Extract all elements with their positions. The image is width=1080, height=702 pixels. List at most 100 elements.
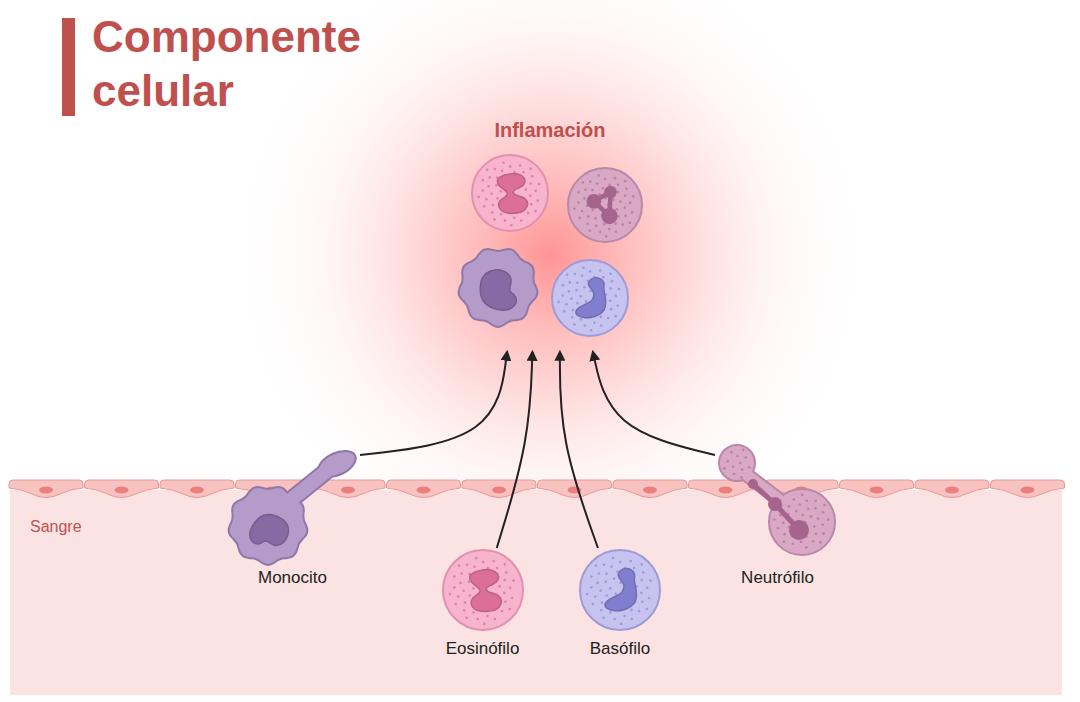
- cell-body: [459, 249, 538, 327]
- granule: [590, 575, 593, 578]
- migration-arrow: [593, 352, 715, 455]
- granule: [568, 290, 571, 293]
- granule: [581, 210, 584, 213]
- granule: [488, 185, 491, 188]
- granule: [481, 189, 484, 192]
- granule: [509, 586, 512, 589]
- cell-nucleus: [477, 267, 521, 312]
- granule: [814, 500, 817, 503]
- endothelial-cell: [9, 480, 83, 498]
- granule: [612, 557, 615, 560]
- cell-neck: [287, 469, 329, 503]
- granule: [500, 213, 503, 216]
- granule: [614, 315, 617, 318]
- cell-body: [568, 168, 642, 242]
- granule: [520, 219, 523, 222]
- granule: [600, 316, 603, 319]
- granule: [810, 515, 813, 518]
- granule: [594, 595, 597, 598]
- granule: [504, 600, 507, 603]
- granule: [599, 231, 602, 234]
- granule: [605, 580, 608, 583]
- nucleus-lobe: [789, 520, 809, 540]
- cell-nucleus: [576, 278, 606, 318]
- cell-body: [552, 260, 628, 336]
- granule: [557, 301, 560, 304]
- granule: [538, 183, 541, 186]
- granule: [453, 575, 456, 578]
- granule: [805, 546, 808, 549]
- nucleus-lobe: [748, 479, 758, 489]
- granule: [492, 560, 495, 563]
- granule: [815, 532, 818, 535]
- migration-arrow: [497, 352, 533, 548]
- granule: [586, 593, 589, 596]
- granule: [608, 228, 611, 231]
- granule: [742, 449, 745, 452]
- granule: [736, 455, 739, 458]
- granule: [615, 593, 618, 596]
- endothelial-cell: [387, 480, 461, 498]
- region-label: Sangre: [30, 517, 170, 537]
- granule: [624, 215, 627, 218]
- granule: [614, 222, 617, 225]
- granule: [814, 507, 817, 510]
- granule: [603, 223, 606, 226]
- granule: [605, 594, 608, 597]
- granule: [782, 521, 785, 524]
- granule: [629, 221, 632, 224]
- basophil-cell: Basófilo: [572, 548, 668, 660]
- cell-body: [472, 155, 548, 231]
- granule: [584, 324, 587, 327]
- granule: [476, 618, 479, 621]
- granule: [511, 597, 514, 600]
- endothelial-cell: [689, 480, 763, 498]
- granule: [485, 198, 488, 201]
- granule: [745, 456, 748, 459]
- blood-vessel: SangreMonocitoEosinófiloBasófiloNeutrófi…: [10, 490, 1062, 695]
- granule: [730, 451, 733, 454]
- granule: [477, 196, 480, 199]
- granule: [472, 611, 475, 614]
- granule: [590, 586, 593, 589]
- granule: [805, 499, 808, 502]
- cell-label: Monocito: [225, 567, 360, 589]
- eos-illustration: [443, 550, 523, 630]
- granule: [609, 272, 612, 275]
- granule: [812, 540, 815, 543]
- granule: [741, 468, 744, 471]
- granule: [599, 269, 602, 272]
- granule: [793, 498, 796, 501]
- cell-illustration: [440, 110, 660, 352]
- granule: [792, 542, 795, 545]
- granule: [468, 580, 471, 583]
- granule: [502, 161, 505, 164]
- granule: [617, 183, 620, 186]
- granule: [748, 466, 751, 469]
- cell-body: [769, 489, 835, 555]
- granule: [571, 316, 574, 319]
- granule: [807, 508, 810, 511]
- granule: [610, 565, 613, 568]
- granule: [510, 224, 513, 227]
- endothelial-cell: [462, 480, 536, 498]
- cell-nucleus: [605, 569, 637, 611]
- granule: [624, 194, 627, 197]
- granule: [609, 587, 612, 590]
- granule: [457, 595, 460, 598]
- granule: [609, 287, 612, 290]
- granule: [565, 303, 568, 306]
- granule: [610, 308, 613, 311]
- granule: [646, 608, 649, 611]
- cell-nucleus: [497, 174, 527, 214]
- granule: [605, 573, 608, 576]
- neutrophil-cell: Neutrófilo: [715, 442, 840, 592]
- granule: [822, 511, 825, 514]
- granules: [723, 449, 751, 479]
- mono-illustration: [459, 249, 538, 327]
- granule: [613, 618, 616, 621]
- granule: [503, 579, 506, 582]
- cell-neck-outline: [287, 469, 329, 503]
- endothelial-cell: [840, 480, 914, 498]
